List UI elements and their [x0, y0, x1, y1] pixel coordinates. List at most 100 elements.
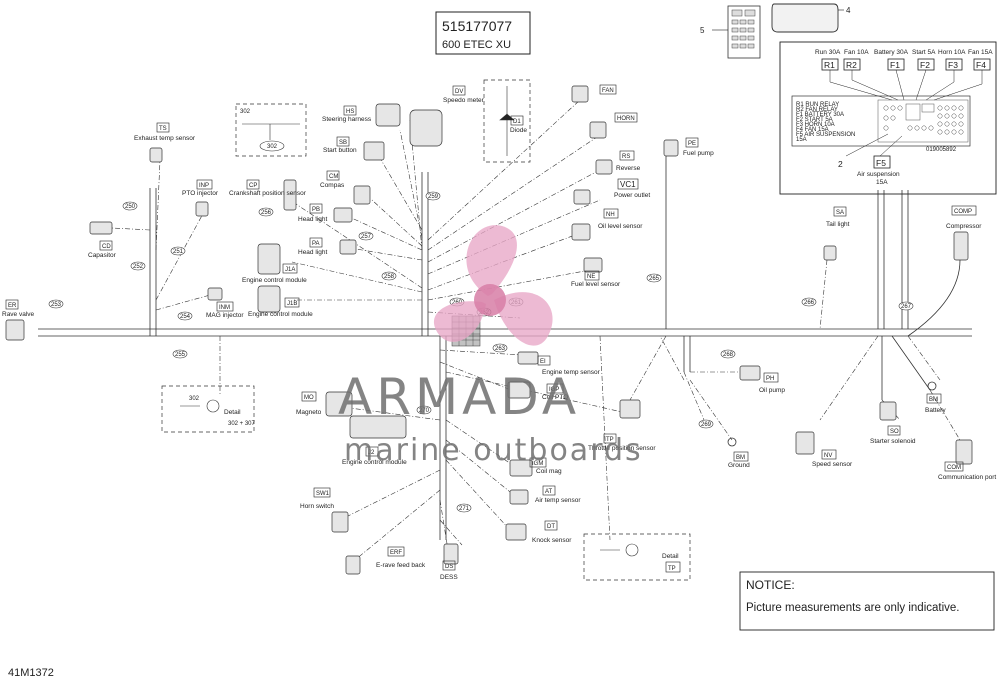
- fuse-slot-3: F2: [920, 60, 930, 70]
- splice-code: 268: [723, 352, 734, 358]
- splice-code: 259: [428, 194, 439, 200]
- fuse-panel-thumbnail: 5: [700, 5, 761, 59]
- component-label: Oil level sensor: [598, 223, 643, 230]
- fuse-legend-0: R1 RUN RELAY: [796, 102, 839, 108]
- component-label: Speedo meter: [443, 97, 485, 104]
- component-label: Exhaust temp sensor: [134, 135, 196, 142]
- fuse-box-cover: 4: [771, 3, 851, 33]
- fuse-legend-1: R2 FAN RELAY: [796, 107, 838, 113]
- component-label: Reverse: [616, 165, 641, 172]
- fuse-slot-2: F1: [890, 60, 900, 70]
- component-label: Capasitor: [88, 252, 117, 259]
- callout-box: 4: [846, 6, 851, 15]
- detail-boxes: [161, 79, 691, 581]
- fuse-top-label-3: Start 5A: [912, 49, 936, 56]
- component-labels: TS Exhaust temp sensor INP PTO injector …: [2, 84, 996, 581]
- component-label: Coil PTO: [542, 394, 568, 401]
- component-code: PH: [766, 376, 774, 382]
- component-code: J1A: [285, 267, 295, 273]
- part-number: 515177077: [442, 18, 512, 34]
- component-label: Engine control module: [342, 459, 407, 466]
- notice-body: Picture measurements are only indicative…: [746, 602, 960, 614]
- notice-box: NOTICE: Picture measurements are only in…: [739, 571, 995, 631]
- component-label: E-rave feed back: [376, 562, 426, 569]
- fuse-top-label-4: Horn 10A: [938, 49, 966, 56]
- watermark-brand: ARMADA: [338, 368, 580, 426]
- component-code: SB: [339, 140, 347, 146]
- component-code: BM: [736, 455, 745, 461]
- fuse-f5: F5: [876, 158, 886, 168]
- splice-code: 256: [261, 210, 272, 216]
- fuse-slot-0: R1: [824, 60, 835, 70]
- component-label: Throttle position sensor: [588, 445, 656, 452]
- splice-code: 252: [133, 264, 144, 270]
- component-label: Compressor: [946, 223, 982, 230]
- callout-panel: 5: [700, 26, 705, 35]
- component-code: MO: [304, 395, 314, 401]
- ground-terminal-icon: [727, 437, 737, 447]
- component-code: SW1: [316, 491, 330, 497]
- component-code: PB: [312, 207, 320, 213]
- component-code: DT: [547, 524, 555, 530]
- fuse-top-label-0: Run 30A: [815, 49, 841, 56]
- component-code: EI: [540, 359, 546, 365]
- component-code: ERF: [390, 550, 402, 556]
- detail-mark-2: 302: [189, 396, 200, 402]
- fuse-legend-4: F3 HORN 10A: [796, 122, 835, 128]
- splice-code: 257: [361, 234, 372, 240]
- component-label: Communication port: [938, 474, 996, 481]
- watermark-tagline: marine outboards: [344, 433, 643, 468]
- component-code: RS: [622, 154, 630, 160]
- component-code: HORN: [617, 116, 635, 122]
- component-label: Fuel level sensor: [571, 281, 621, 288]
- component-label: Knock sensor: [532, 537, 572, 544]
- component-code: DV: [455, 89, 463, 95]
- component-code: J2: [368, 450, 375, 456]
- component-code: CD: [102, 244, 111, 250]
- detail-title-0: Detail: [662, 553, 679, 560]
- splice-code: 254: [180, 314, 191, 320]
- fuse-ref-number: 019005892: [926, 147, 957, 153]
- component-label: Crankshaft position sensor: [229, 190, 307, 197]
- component-code: SO: [890, 429, 899, 435]
- component-label: Starter solenoid: [870, 438, 916, 445]
- component-label: Diode: [510, 127, 527, 134]
- component-label: PTO injector: [182, 190, 219, 197]
- component-code: D1: [513, 119, 521, 125]
- component-code: PA: [312, 241, 320, 247]
- fuse-legend-7: 15A: [796, 137, 807, 143]
- splice-code: 250: [125, 204, 136, 210]
- harness-lines: [38, 150, 972, 540]
- component-label: Battery: [925, 407, 946, 414]
- component-code: COM: [947, 465, 961, 471]
- component-label: Start button: [323, 147, 357, 154]
- component-code: DS: [445, 564, 453, 570]
- component-label: Steering harness: [322, 116, 372, 123]
- component-code: CM: [329, 174, 338, 180]
- component-code: AT: [545, 489, 553, 495]
- component-code: CP: [249, 183, 257, 189]
- component-label: MAG injector: [206, 312, 244, 319]
- splice-code: 269: [701, 422, 712, 428]
- component-code: HS: [346, 109, 354, 115]
- fuse-slot-4: F3: [948, 60, 958, 70]
- component-code: INP: [199, 183, 209, 189]
- component-label: Tail light: [826, 221, 850, 228]
- component-label: Rave valve: [2, 311, 35, 318]
- splice-code: 251: [173, 249, 184, 255]
- component-label: Oil pump: [759, 387, 785, 394]
- splice-code: 265: [649, 276, 660, 282]
- component-code: NH: [606, 212, 615, 218]
- notice-title: NOTICE:: [746, 578, 795, 592]
- component-label: Head light: [298, 216, 327, 223]
- detail-code-0: TP: [668, 566, 676, 572]
- fuse-top-label-2: Battery 30A: [874, 49, 909, 56]
- battery-terminal-icon: [927, 381, 937, 391]
- fuse-f5-label: Air suspension: [857, 171, 900, 178]
- splice-code: 263: [495, 346, 506, 352]
- component-label: Compas: [320, 182, 345, 189]
- fuse-legend-5: F4 FAN 15A: [796, 127, 829, 133]
- model-name: 600 ETEC XU: [442, 39, 511, 51]
- component-label: DESS: [440, 574, 458, 581]
- branch-wires: [111, 99, 961, 561]
